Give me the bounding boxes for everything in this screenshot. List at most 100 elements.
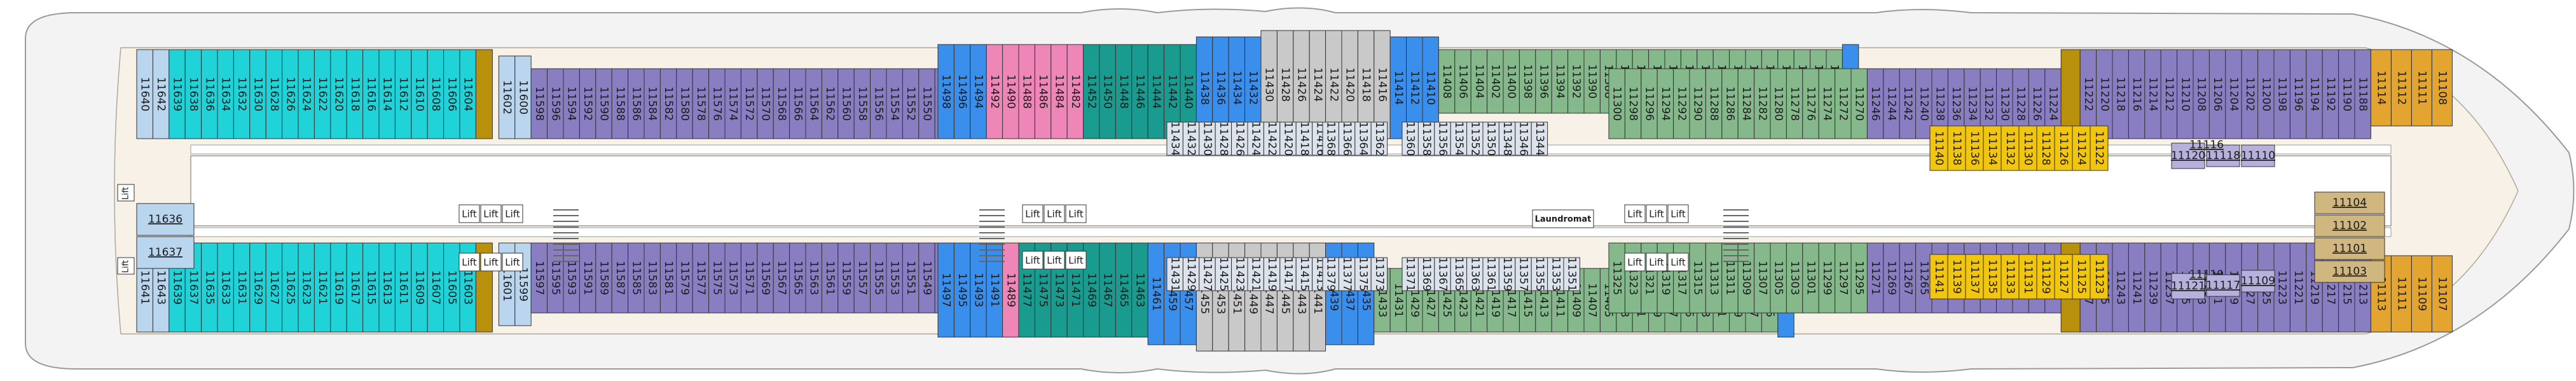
top-cabin-11556[interactable]: 11556 bbox=[870, 68, 887, 139]
cabin-box[interactable] bbox=[1515, 121, 1532, 156]
bot-cabin-11625[interactable]: 11625 bbox=[282, 242, 299, 333]
cabin-box[interactable] bbox=[2090, 125, 2109, 171]
inner-top-cabin-11420[interactable]: 11420 bbox=[1279, 121, 1297, 156]
cabin-box[interactable] bbox=[692, 68, 710, 139]
cabin-box[interactable] bbox=[886, 242, 903, 314]
bot-cabin-11585[interactable]: 11585 bbox=[628, 242, 645, 314]
cabin-box[interactable] bbox=[1406, 36, 1423, 139]
bow-cabin-11110[interactable]: 11110 bbox=[2241, 144, 2275, 167]
cabin-box[interactable] bbox=[1182, 121, 1200, 156]
top-cabin-11496[interactable]: 11496 bbox=[953, 44, 971, 139]
cabin-box[interactable] bbox=[1689, 68, 1706, 139]
cabin-box[interactable] bbox=[443, 49, 460, 139]
top-cabin-11588[interactable]: 11588 bbox=[611, 68, 629, 139]
cabin-box[interactable] bbox=[1721, 68, 1739, 139]
top-cabin-11428[interactable]: 11428 bbox=[1276, 30, 1294, 139]
cabin-box[interactable] bbox=[1083, 44, 1100, 139]
cabin-box[interactable] bbox=[1515, 257, 1532, 291]
cabin-box[interactable] bbox=[1099, 242, 1116, 338]
top-cabin-11392[interactable]: 11392 bbox=[1567, 49, 1585, 114]
top-cabin-11590[interactable]: 11590 bbox=[595, 68, 612, 139]
cabin-box[interactable] bbox=[1260, 30, 1278, 139]
bot-cabin-11597[interactable]: 11597 bbox=[530, 242, 548, 314]
cabin-box[interactable] bbox=[886, 68, 903, 139]
inner-bot-cabin-11427[interactable]: 11427 bbox=[1199, 257, 1216, 291]
cabin-box[interactable] bbox=[1915, 68, 1932, 139]
bot-cabin-11297[interactable]: 11297 bbox=[1835, 242, 1852, 314]
cabin-box[interactable] bbox=[1434, 121, 1451, 156]
cabin-box[interactable] bbox=[1199, 257, 1216, 291]
cabin-box[interactable] bbox=[1231, 121, 1248, 156]
cabin-box[interactable] bbox=[821, 68, 839, 139]
top-cabin-11210[interactable]: 11210 bbox=[2177, 49, 2194, 139]
inner-bot-cabin-11353[interactable]: 11353 bbox=[1547, 257, 1564, 291]
bot-cabin-11461[interactable]: 11461 bbox=[1147, 242, 1165, 345]
cabin-box[interactable] bbox=[1470, 49, 1488, 114]
bow-suite-11102[interactable]: 11102 bbox=[2314, 214, 2385, 237]
cabin-box[interactable] bbox=[918, 68, 935, 139]
cabin-box[interactable] bbox=[2090, 254, 2109, 300]
top-cabin-11414[interactable]: 11414 bbox=[1389, 36, 1407, 139]
cabin-box[interactable] bbox=[2314, 214, 2385, 237]
top-cabin-11296[interactable]: 11296 bbox=[1641, 68, 1658, 139]
inner-top-cabin-11354[interactable]: 11354 bbox=[1450, 121, 1468, 156]
bot-cabin-11619[interactable]: 11619 bbox=[330, 242, 347, 333]
bot-cabin-11583[interactable]: 11583 bbox=[644, 242, 661, 314]
bot-cabin-11613[interactable]: 11613 bbox=[378, 242, 396, 333]
top-cabin-11108[interactable]: 11108 bbox=[2431, 49, 2453, 127]
cabin-box[interactable] bbox=[837, 242, 855, 314]
bot-cabin-11605[interactable]: 11605 bbox=[443, 242, 460, 333]
bow-suite-11104[interactable]: 11104 bbox=[2314, 191, 2385, 214]
inner-top-cabin-11422[interactable]: 11422 bbox=[1263, 121, 1281, 156]
bot-cabin-11631[interactable]: 11631 bbox=[233, 242, 251, 333]
top-cabin-11424[interactable]: 11424 bbox=[1309, 30, 1326, 139]
cabin-box[interactable] bbox=[918, 242, 935, 314]
cabin-box[interactable] bbox=[870, 242, 887, 314]
top-cabin-11432[interactable]: 11432 bbox=[1244, 36, 1262, 139]
inner-bot-cabin-11369[interactable]: 11369 bbox=[1417, 257, 1435, 291]
cabin-box[interactable] bbox=[1883, 68, 1900, 139]
cabin-box[interactable] bbox=[1721, 242, 1739, 314]
cabin-box[interactable] bbox=[676, 242, 693, 314]
cabin-box[interactable] bbox=[2370, 49, 2392, 127]
cabin-box[interactable] bbox=[1818, 68, 1836, 139]
top-cabin-11436[interactable]: 11436 bbox=[1212, 36, 1229, 139]
top-cabin-11426[interactable]: 11426 bbox=[1293, 30, 1310, 139]
cabin-box[interactable] bbox=[1929, 254, 1948, 300]
inner-top-cabin-11418[interactable]: 11418 bbox=[1295, 121, 1313, 156]
cabin-box[interactable] bbox=[2338, 49, 2355, 139]
top-cabin-11284[interactable]: 11284 bbox=[1737, 68, 1755, 139]
stern-cabin-11636[interactable]: 11636 bbox=[136, 203, 195, 236]
top-cabin-11420[interactable]: 11420 bbox=[1341, 30, 1358, 139]
cabin-box[interactable] bbox=[1370, 257, 1388, 291]
top-cabin-11212[interactable]: 11212 bbox=[2160, 49, 2178, 139]
bow-cabin-11118[interactable]: 11118 bbox=[2206, 144, 2240, 167]
inner-top-cabin-11368[interactable]: 11368 bbox=[1322, 121, 1339, 156]
cabin-box[interactable] bbox=[1567, 49, 1585, 114]
inner-top-cabin-11138[interactable]: 11138 bbox=[1947, 125, 1966, 171]
cabin-box[interactable] bbox=[217, 49, 234, 139]
cabin-box[interactable] bbox=[1166, 257, 1183, 291]
cabin-box[interactable] bbox=[184, 49, 202, 139]
top-cabin-11610[interactable]: 11610 bbox=[411, 49, 428, 139]
cabin-box[interactable] bbox=[659, 68, 677, 139]
cabin-box[interactable] bbox=[970, 44, 987, 139]
cabin-box[interactable] bbox=[563, 68, 580, 139]
cabin-box[interactable] bbox=[579, 68, 596, 139]
cabin-box[interactable] bbox=[2128, 242, 2146, 333]
cabin-box[interactable] bbox=[953, 242, 971, 338]
bot-cabin-11313[interactable]: 11313 bbox=[1705, 242, 1723, 314]
bot-cabin-11611[interactable]: 11611 bbox=[394, 242, 412, 333]
cabin-box[interactable] bbox=[1450, 257, 1468, 291]
cabin-box[interactable] bbox=[1498, 121, 1516, 156]
inner-top-cabin-11352[interactable]: 11352 bbox=[1466, 121, 1484, 156]
top-cabin-11576[interactable]: 11576 bbox=[708, 68, 726, 139]
top-cabin-11240[interactable]: 11240 bbox=[1915, 68, 1932, 139]
top-cabin-11202[interactable]: 11202 bbox=[2241, 49, 2259, 139]
bot-cabin-11223[interactable]: 11223 bbox=[2273, 242, 2290, 333]
top-cabin-11444[interactable]: 11444 bbox=[1147, 44, 1165, 139]
cabin-box[interactable] bbox=[805, 242, 822, 314]
bot-cabin-11111[interactable]: 11111 bbox=[2390, 255, 2412, 333]
top-cabin-11638[interactable]: 11638 bbox=[184, 49, 202, 139]
top-cabin-11582[interactable]: 11582 bbox=[659, 68, 677, 139]
